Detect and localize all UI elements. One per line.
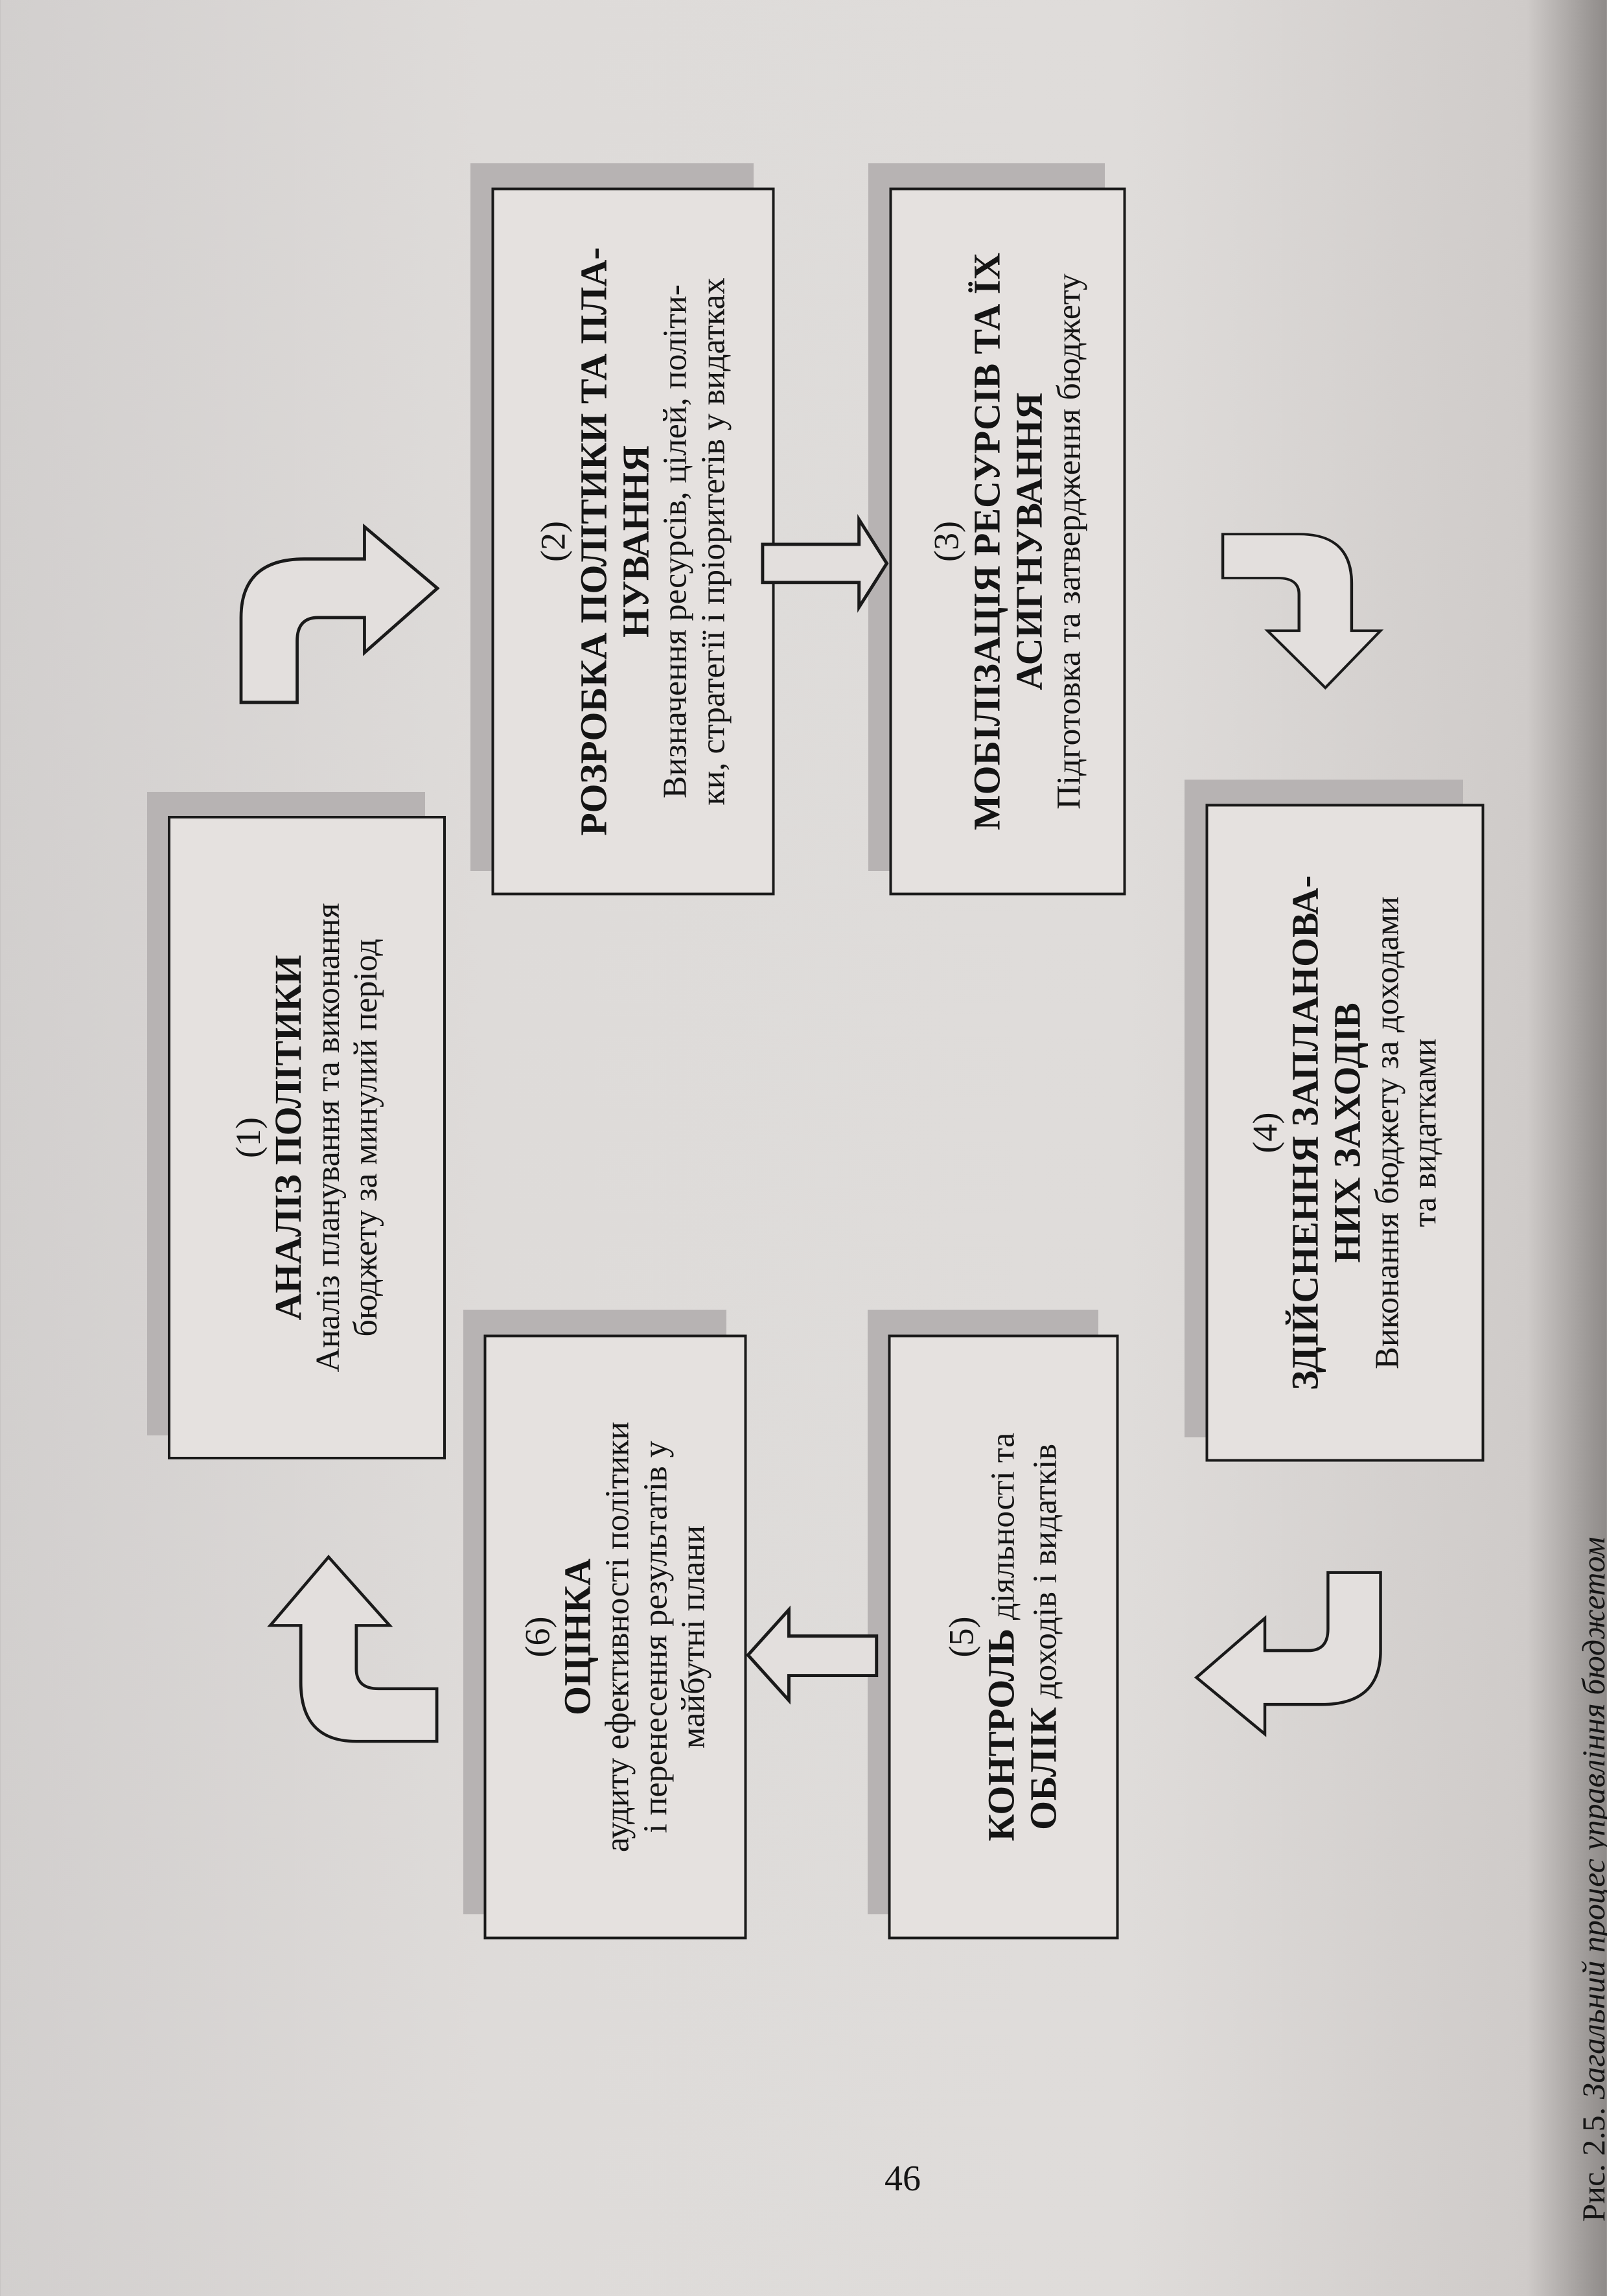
- figure-label: Рис. 2.5.: [1575, 2107, 1607, 2222]
- curved-arrow-1-to-2-icon: [241, 527, 437, 702]
- curved-arrow-6-to-1-icon: [270, 1557, 437, 1742]
- page-number: 46: [884, 2159, 921, 2199]
- curved-arrow-3-to-4-icon: [1223, 534, 1380, 688]
- figure-title: Загальний процес управління бюджетом: [1575, 1536, 1607, 2100]
- curved-arrow-4-to-5-icon: [1196, 1573, 1380, 1734]
- straight-arrow-2-to-3-icon: [761, 514, 889, 613]
- figure-caption: Рис. 2.5. Загальний процес управління бю…: [1575, 1503, 1607, 2255]
- straight-arrow-5-to-6-icon: [745, 1605, 879, 1705]
